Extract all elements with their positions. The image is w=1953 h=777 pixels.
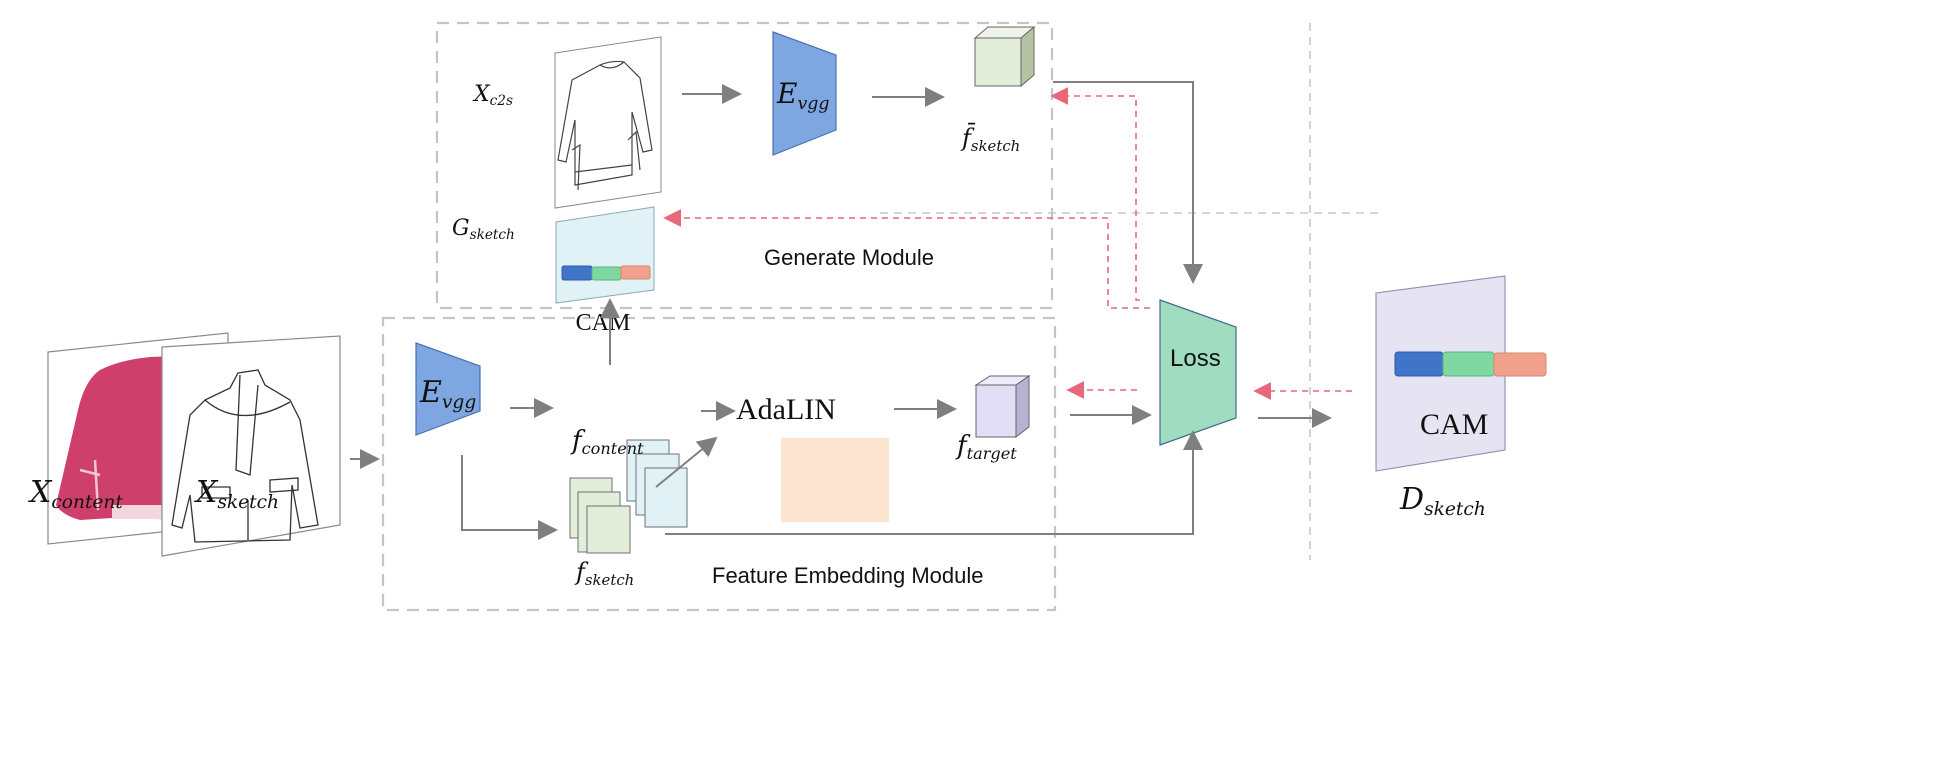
embedding-encoder: [415, 342, 481, 436]
arrow-encoder-to-fsketch-maps: [461, 455, 558, 540]
loss-block: [1159, 299, 1237, 446]
g-sketch-base: G: [452, 216, 470, 241]
d-sketch-sub: sketch: [1424, 498, 1486, 520]
arrow-fsketchbar-to-loss: [1053, 81, 1203, 284]
x-c2s-sub: c2s: [489, 93, 513, 110]
disc-token-green: [1442, 351, 1495, 377]
x-content-base: X: [30, 475, 52, 510]
generator-encoder-base: E: [777, 77, 798, 110]
cam-token-green: [591, 266, 622, 281]
loss-label: Loss: [1170, 345, 1221, 372]
generate-module-title: Generate Module: [764, 245, 934, 270]
generator-encoder-sub: vgg: [797, 93, 830, 114]
f-sketch-bar-label: f̄sketch: [962, 124, 1020, 153]
f-content-label: fcontent: [572, 426, 644, 457]
f-sketch-label: fsketch: [576, 558, 634, 587]
f-target-label: ftarget: [957, 431, 1017, 462]
disc-token-salmon: [1493, 352, 1547, 377]
adalin-block: [781, 438, 889, 522]
embedding-encoder-sub: vgg: [441, 391, 477, 413]
discriminator-cam-panel: [1375, 275, 1547, 472]
feature-embedding-module-title: Feature Embedding Module: [712, 563, 984, 588]
generator-cam-background: [555, 206, 655, 304]
x-c2s-base: X: [474, 82, 490, 107]
f-sketch-base: f: [576, 558, 585, 586]
disc-token-blue: [1394, 351, 1444, 377]
x-content-sub: content: [51, 491, 123, 513]
f-sketch-bar-sub: sketch: [970, 136, 1021, 155]
jacket-sketch-icon: [171, 369, 319, 543]
cam-token-blue: [561, 265, 593, 281]
x-c2s-label: Xc2s: [474, 82, 513, 110]
discriminator-cam-label: CAM: [1420, 408, 1489, 441]
generator-encoder-label: Evgg: [777, 77, 830, 113]
feedback-arrow-to-generator-cam: [663, 209, 1150, 309]
x-sketch-label: Xsketch: [196, 475, 279, 512]
f-content-sub: content: [581, 439, 644, 459]
d-sketch-base: D: [1400, 482, 1425, 517]
x-sketch-sub: sketch: [217, 491, 280, 513]
feedback-arrow-to-fsketchbar: [1050, 87, 1140, 301]
x-c2s-image: [554, 36, 662, 209]
generate-module-box: [435, 21, 1054, 310]
sketch-image: [161, 335, 341, 557]
f-target-sub: target: [966, 444, 1017, 464]
arrow-fsketch-to-adalin: [655, 436, 718, 488]
generator-encoder: [772, 31, 837, 156]
f-sketch-maps: [569, 477, 631, 554]
cam-token-salmon: [620, 265, 651, 280]
embedding-encoder-base: E: [420, 375, 442, 410]
embedding-encoder-label: Evgg: [420, 375, 476, 412]
f-target-cube: [974, 375, 1031, 439]
f-sketch-bar-cube: [973, 25, 1036, 88]
d-sketch-label: Dsketch: [1400, 482, 1486, 519]
f-content-base: f: [572, 426, 582, 456]
generator-cam-label: CAM: [576, 310, 631, 336]
f-target-base: f: [957, 431, 967, 461]
arrow-fsketch-to-loss: [665, 430, 1203, 535]
f-sketch-sub: sketch: [584, 570, 635, 589]
g-sketch-sub: sketch: [469, 227, 515, 244]
x-content-label: Xcontent: [30, 475, 123, 512]
adalin-label: AdaLIN: [736, 393, 836, 426]
g-sketch-label: Gsketch: [452, 216, 515, 244]
sweater-sketch-icon: [557, 60, 653, 191]
x-sketch-base: X: [196, 475, 218, 510]
f-sketch-bar-base: f̄: [962, 124, 971, 152]
generator-cam-panel: CAM: [555, 206, 655, 336]
feature-embedding-module-box: [381, 316, 1057, 612]
